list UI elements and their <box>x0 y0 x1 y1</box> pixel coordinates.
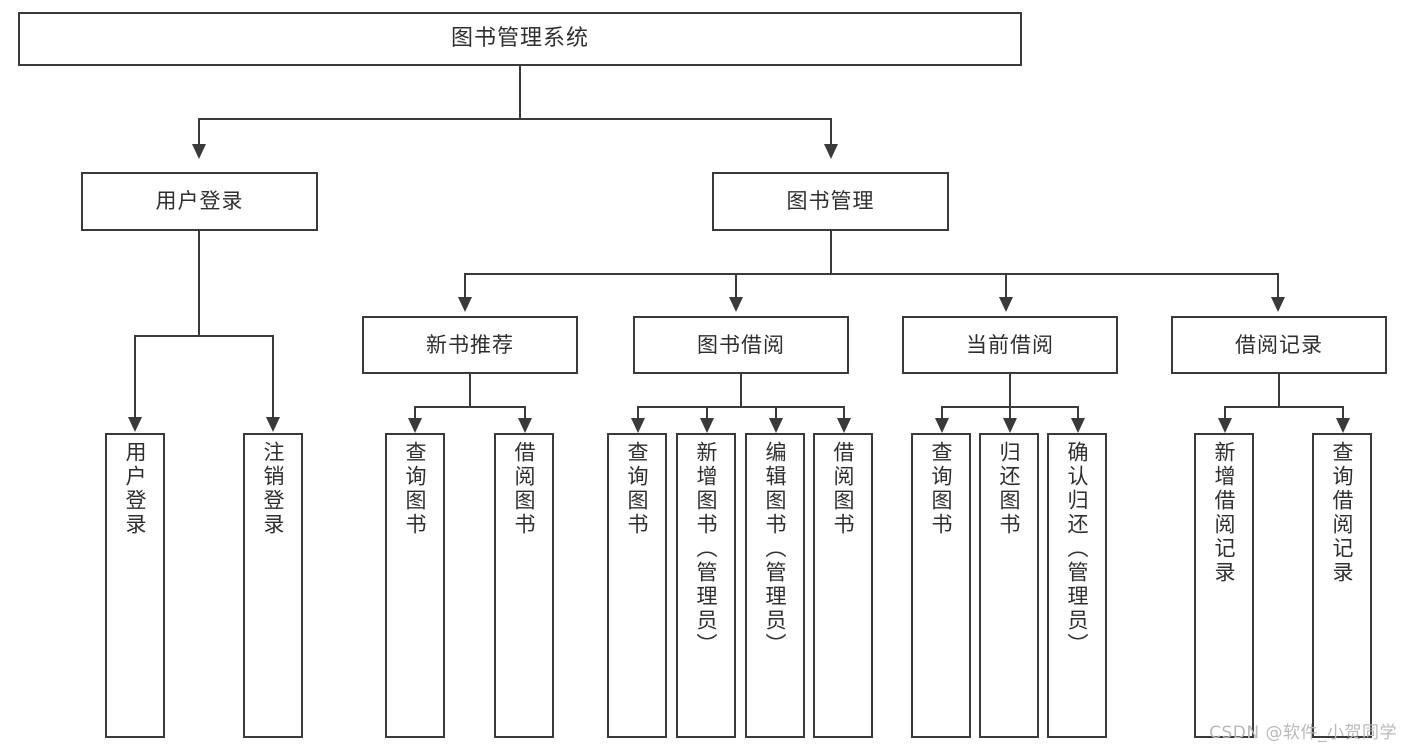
connector-bm-to-book-borrow <box>735 273 737 299</box>
node-book-management[interactable]: 图书管理 <box>712 172 949 231</box>
arrowhead-bm-to-current-borrow <box>999 297 1013 312</box>
node-user-login[interactable]: 用户登录 <box>81 172 318 231</box>
node-label: 新增借阅记录 <box>1212 441 1237 585</box>
arrowhead-user-login-to-leaf-2 <box>266 417 280 432</box>
node-book-borrow[interactable]: 图书借阅 <box>633 316 849 374</box>
connector-bm-to-new-book <box>464 273 466 299</box>
connector-book-management-bar <box>464 273 1279 275</box>
leaf-book-borrow-borrow-book[interactable]: 借阅图书 <box>813 433 873 738</box>
connector-cb-to-leaf-2 <box>1009 406 1011 420</box>
connector-current-borrow-stem <box>1009 374 1011 406</box>
leaf-book-borrow-edit-book-admin[interactable]: 编辑图书（管理员） <box>745 433 805 738</box>
connector-cb-to-leaf-3 <box>1077 406 1079 420</box>
node-label: 用户登录 <box>155 189 244 214</box>
connector-new-book-bar <box>414 406 526 408</box>
arrowhead-bb-to-leaf-3 <box>769 418 783 433</box>
watermark-text: CSDN @软件_小贺同学 <box>1209 723 1397 743</box>
leaf-current-borrow-confirm-return-admin[interactable]: 确认归还（管理员） <box>1047 433 1107 738</box>
leaf-borrow-record-query-record[interactable]: 查询借阅记录 <box>1312 433 1372 738</box>
connector-bm-to-borrow-record <box>1277 273 1279 299</box>
node-label: 当前借阅 <box>966 332 1054 357</box>
connector-br-to-leaf-2 <box>1342 406 1344 420</box>
connector-bb-to-leaf-4 <box>843 406 845 420</box>
connector-user-login-to-leaf-2 <box>272 335 274 419</box>
node-label: 借阅记录 <box>1235 332 1323 357</box>
arrowhead-root-to-book-management <box>824 144 838 159</box>
connector-root-to-book-management <box>830 118 832 146</box>
arrowhead-bm-to-book-borrow <box>729 297 743 312</box>
connector-book-management-stem <box>830 231 832 273</box>
leaf-user-login-logout[interactable]: 注销登录 <box>243 433 303 738</box>
node-label: 编辑图书（管理员） <box>763 441 788 657</box>
leaf-current-borrow-return-book[interactable]: 归还图书 <box>979 433 1039 738</box>
arrowhead-br-to-leaf-1 <box>1218 418 1232 433</box>
connector-new-book-stem <box>469 374 471 406</box>
node-label: 查询图书 <box>625 441 650 537</box>
connector-user-login-stem <box>198 231 200 335</box>
node-label: 借阅图书 <box>512 441 537 537</box>
arrowhead-br-to-leaf-2 <box>1336 418 1350 433</box>
node-label: 查询图书 <box>929 441 954 537</box>
leaf-borrow-record-add-record[interactable]: 新增借阅记录 <box>1194 433 1254 738</box>
arrowhead-cb-to-leaf-1 <box>935 418 949 433</box>
connector-root-to-user-login <box>198 118 200 146</box>
node-label: 查询借阅记录 <box>1330 441 1355 585</box>
connector-borrow-record-bar <box>1224 406 1344 408</box>
node-label: 借阅图书 <box>831 441 856 537</box>
arrowhead-bm-to-borrow-record <box>1271 297 1285 312</box>
node-label: 图书管理系统 <box>450 26 589 52</box>
node-label: 归还图书 <box>997 441 1022 537</box>
node-label: 用户登录 <box>123 441 148 537</box>
connector-new-book-to-leaf-1 <box>414 406 416 420</box>
node-label: 新增图书（管理员） <box>694 441 719 657</box>
leaf-book-borrow-query-book[interactable]: 查询图书 <box>607 433 667 738</box>
arrowhead-new-book-to-leaf-1 <box>408 418 422 433</box>
leaf-user-login-login[interactable]: 用户登录 <box>105 433 165 738</box>
node-label: 确认归还（管理员） <box>1065 441 1090 657</box>
leaf-new-book-query-book[interactable]: 查询图书 <box>385 433 445 738</box>
node-root-book-management-system[interactable]: 图书管理系统 <box>18 12 1022 66</box>
node-current-borrow[interactable]: 当前借阅 <box>902 316 1118 374</box>
arrowhead-user-login-to-leaf-1 <box>128 417 142 432</box>
arrowhead-bb-to-leaf-1 <box>631 418 645 433</box>
connector-br-to-leaf-1 <box>1224 406 1226 420</box>
connector-new-book-to-leaf-2 <box>524 406 526 420</box>
leaf-current-borrow-query-book[interactable]: 查询图书 <box>911 433 971 738</box>
arrowhead-new-book-to-leaf-2 <box>518 418 532 433</box>
connector-root-bar <box>198 118 832 120</box>
node-label: 注销登录 <box>261 441 286 537</box>
connector-bm-to-current-borrow <box>1005 273 1007 299</box>
arrowhead-bb-to-leaf-2 <box>700 418 714 433</box>
node-new-book-recommend[interactable]: 新书推荐 <box>362 316 578 374</box>
arrowhead-cb-to-leaf-3 <box>1071 418 1085 433</box>
connector-book-borrow-stem <box>740 374 742 406</box>
node-label: 查询图书 <box>403 441 428 537</box>
connector-borrow-record-stem <box>1278 374 1280 406</box>
node-label: 图书管理 <box>786 189 875 214</box>
connector-bb-to-leaf-1 <box>637 406 639 420</box>
node-label: 新书推荐 <box>426 332 514 357</box>
arrowhead-bb-to-leaf-4 <box>837 418 851 433</box>
connector-user-login-to-leaf-1 <box>134 335 136 419</box>
arrowhead-root-to-user-login <box>192 144 206 159</box>
node-label: 图书借阅 <box>697 332 785 357</box>
leaf-new-book-borrow-book[interactable]: 借阅图书 <box>494 433 554 738</box>
leaf-book-borrow-add-book-admin[interactable]: 新增图书（管理员） <box>676 433 736 738</box>
connector-root-stem <box>519 66 521 118</box>
connector-bb-to-leaf-2 <box>706 406 708 420</box>
connector-bb-to-leaf-3 <box>775 406 777 420</box>
connector-user-login-bar <box>134 335 272 337</box>
arrowhead-cb-to-leaf-2 <box>1003 418 1017 433</box>
connector-cb-to-leaf-1 <box>941 406 943 420</box>
connector-book-borrow-bar <box>637 406 845 408</box>
arrowhead-bm-to-new-book <box>458 297 472 312</box>
node-borrow-record[interactable]: 借阅记录 <box>1171 316 1387 374</box>
